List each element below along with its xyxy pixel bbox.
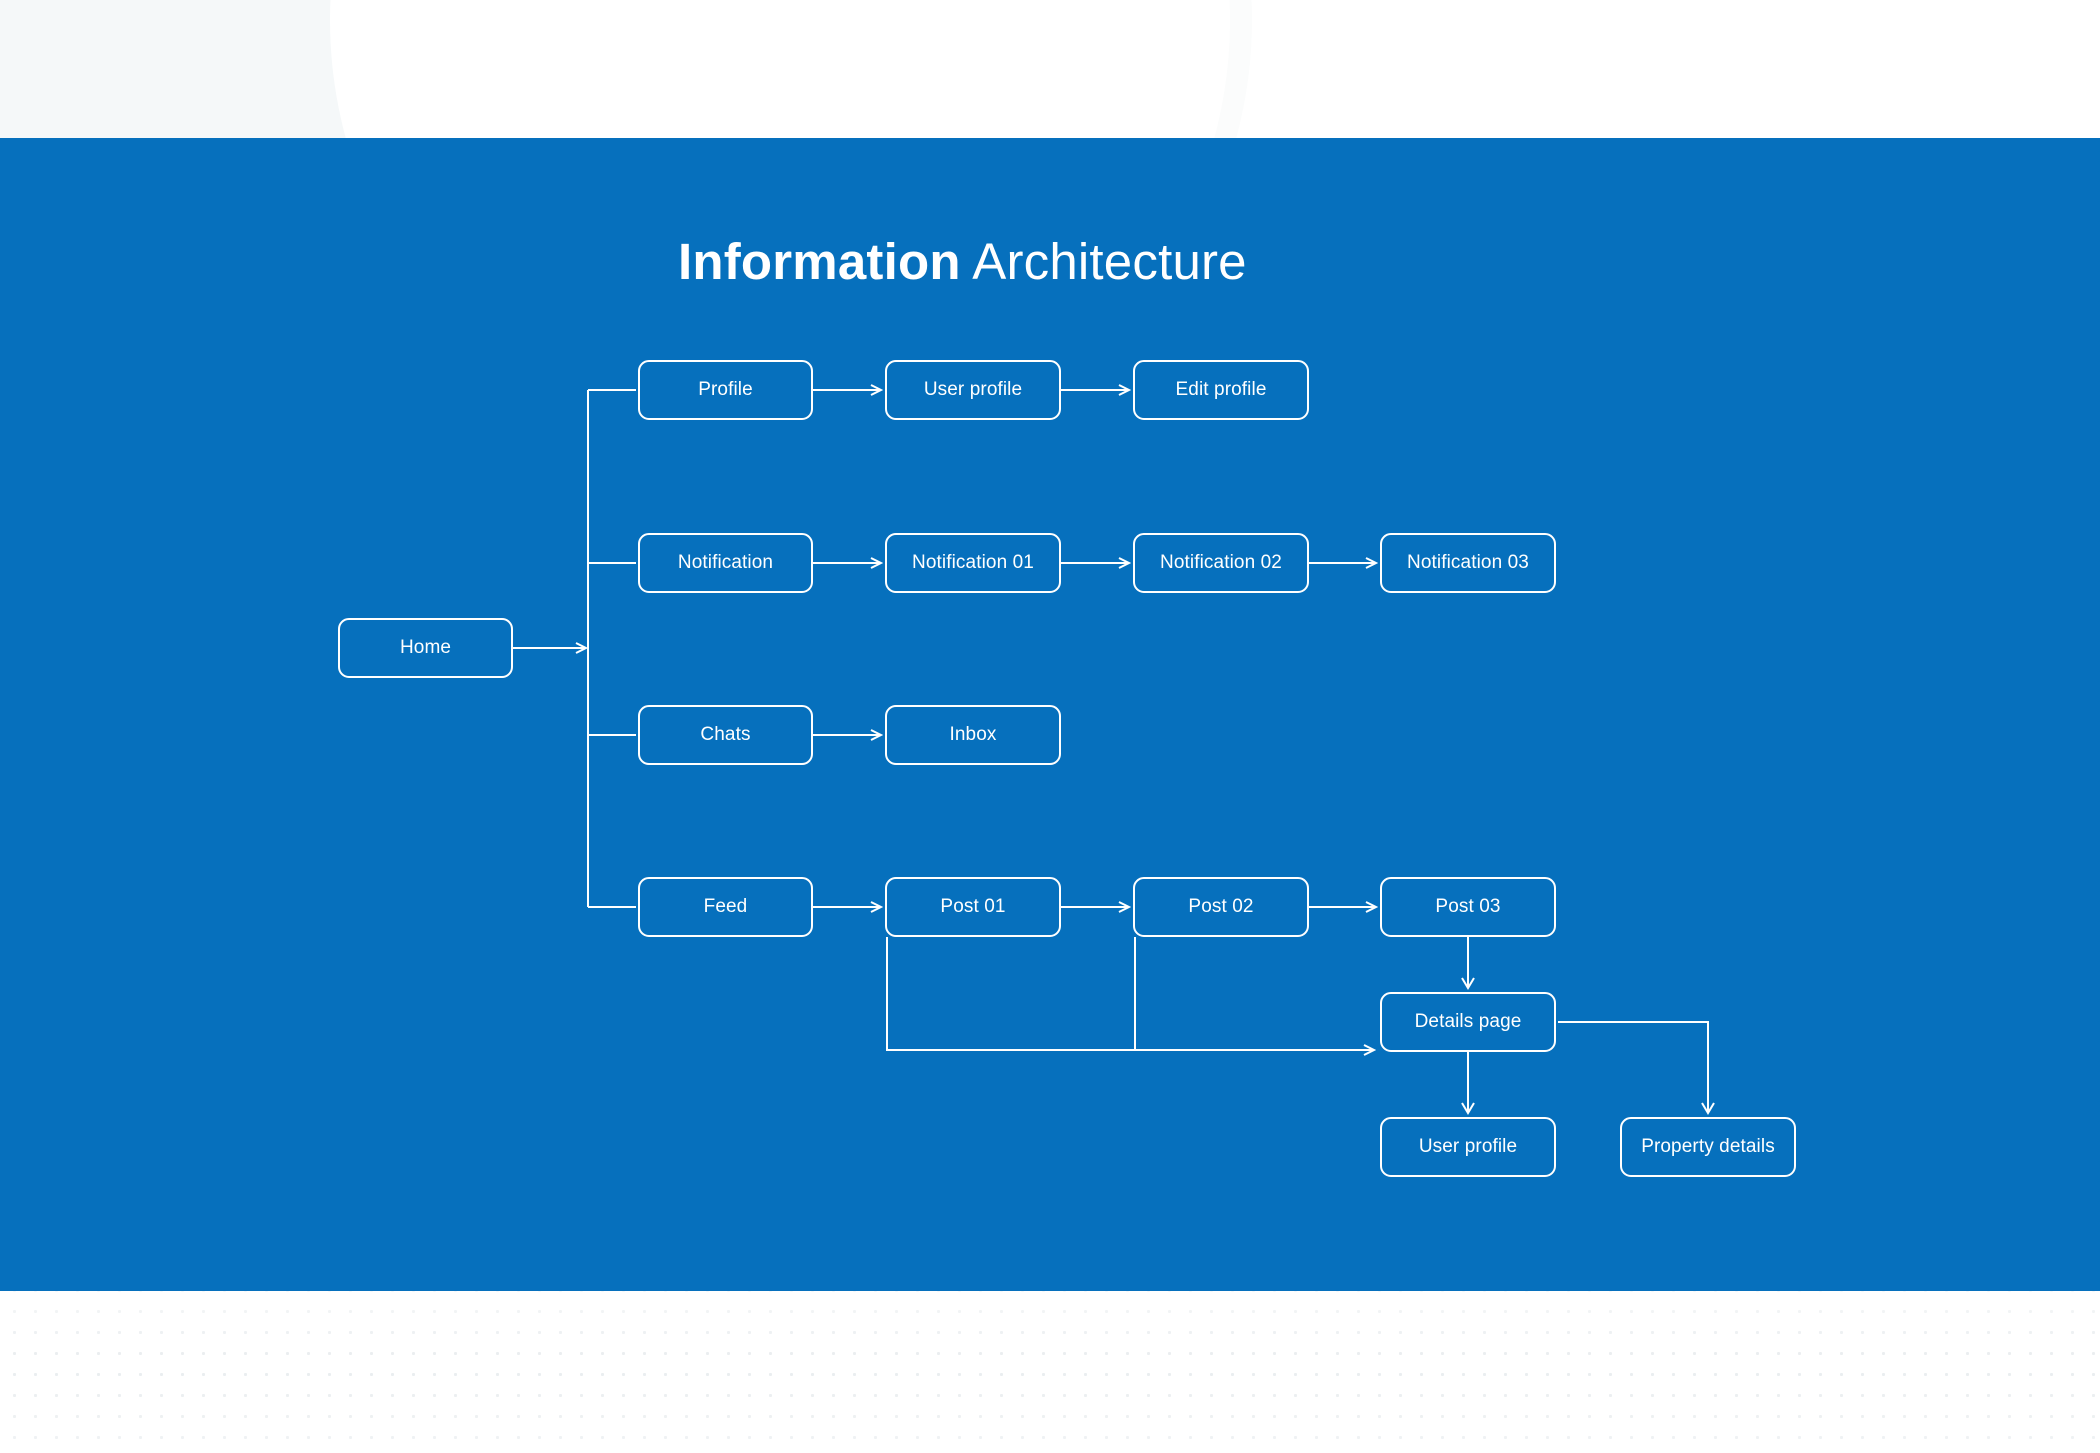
node-post-02-label: Post 02 <box>1188 896 1254 917</box>
node-notification-02-label: Notification 02 <box>1160 552 1282 573</box>
node-feed[interactable]: Feed <box>638 877 813 937</box>
node-inbox-label: Inbox <box>949 724 997 745</box>
bottom-band-fade-overlay <box>0 1291 2100 1453</box>
node-notification-02[interactable]: Notification 02 <box>1133 533 1309 593</box>
node-notification-03-label: Notification 03 <box>1407 552 1529 573</box>
node-notification-03[interactable]: Notification 03 <box>1380 533 1556 593</box>
top-band-curve-shape <box>330 0 1230 138</box>
node-home[interactable]: Home <box>338 618 513 678</box>
node-post-01[interactable]: Post 01 <box>885 877 1061 937</box>
node-chats-label: Chats <box>700 724 751 745</box>
node-home-label: Home <box>399 637 452 658</box>
node-user-profile-2[interactable]: User profile <box>1380 1117 1556 1177</box>
main-blue-panel: Information Architecture <box>0 138 2100 1291</box>
node-profile-label: Profile <box>698 379 753 400</box>
node-edit-profile-label: Edit profile <box>1175 379 1267 400</box>
node-notification-01-label: Notification 01 <box>912 552 1034 573</box>
node-user-profile[interactable]: User profile <box>885 360 1061 420</box>
node-chats[interactable]: Chats <box>638 705 813 765</box>
node-post-03[interactable]: Post 03 <box>1380 877 1556 937</box>
node-post-01-label: Post 01 <box>940 896 1006 917</box>
node-post-02[interactable]: Post 02 <box>1133 877 1309 937</box>
edge-details-to-property-arrowhead <box>1701 1102 1715 1115</box>
information-architecture-diagram <box>0 138 2100 1291</box>
node-post-03-label: Post 03 <box>1435 896 1501 917</box>
node-inbox[interactable]: Inbox <box>885 705 1061 765</box>
node-notification[interactable]: Notification <box>638 533 813 593</box>
node-property-details-label: Property details <box>1641 1136 1775 1157</box>
edge-details-to-user-profile-arrowhead <box>1461 1102 1475 1115</box>
bottom-dot-pattern-band <box>0 1291 2100 1453</box>
edge-details-to-property-details <box>1558 1021 1709 1111</box>
node-user-profile-label: User profile <box>923 379 1023 400</box>
node-edit-profile[interactable]: Edit profile <box>1133 360 1309 420</box>
diagram-connectors <box>513 138 1715 1115</box>
page-title: Information Architecture <box>678 236 1247 287</box>
node-feed-label: Feed <box>703 896 748 917</box>
node-property-details[interactable]: Property details <box>1620 1117 1796 1177</box>
top-decorative-band <box>0 0 2100 138</box>
page-title-bold: Information <box>678 233 961 290</box>
node-notification-01[interactable]: Notification 01 <box>885 533 1061 593</box>
node-details-page[interactable]: Details page <box>1380 992 1556 1052</box>
node-notification-label: Notification <box>677 552 774 573</box>
page-title-light: Architecture <box>960 233 1247 290</box>
node-user-profile-2-label: User profile <box>1418 1136 1518 1157</box>
edge-post-01-to-details <box>886 937 1374 1050</box>
edge-post-03-arrowhead <box>1461 977 1475 990</box>
node-profile[interactable]: Profile <box>638 360 813 420</box>
node-details-page-label: Details page <box>1414 1011 1522 1032</box>
